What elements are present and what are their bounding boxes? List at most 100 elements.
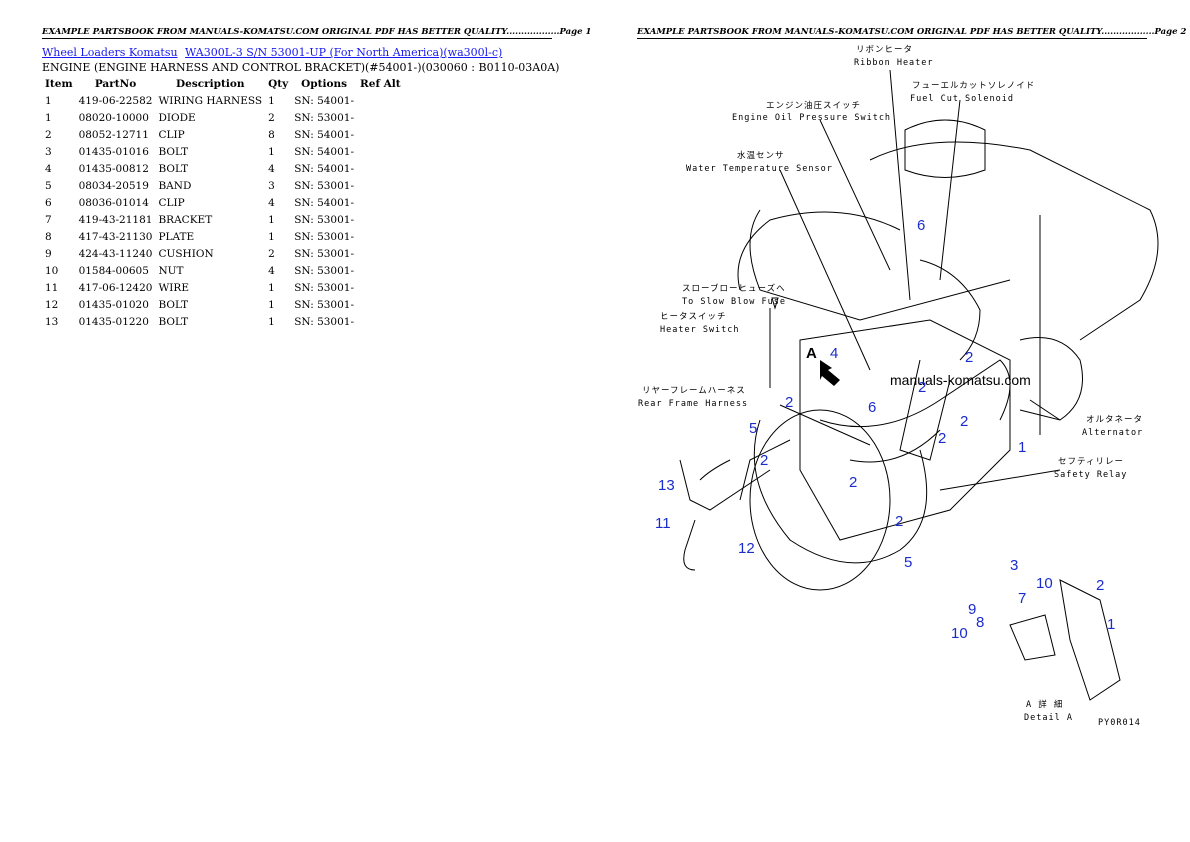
cell-opt: SN: 53001- (294, 315, 355, 328)
callout-number: 2 (965, 349, 973, 366)
cell-partno: 01435-01016 (78, 145, 149, 158)
cell-desc: BOLT (158, 162, 189, 175)
cell-ref-alt (357, 262, 404, 279)
cell-partno: 08020-10000 (78, 111, 149, 124)
alternator-label: Alternator (1082, 428, 1143, 438)
cell-partno: 01435-01220 (78, 315, 149, 328)
safety-relay-label-jp: セフティリレー (1058, 457, 1124, 467)
cell-item: 9 (45, 247, 52, 260)
cell-ref-alt (357, 126, 404, 143)
cell-partno: 08052-12711 (78, 128, 149, 141)
cell-qty: 4 (268, 264, 275, 277)
cell-item: 6 (45, 196, 52, 209)
cell-qty: 1 (268, 213, 275, 226)
callout-number: 7 (1018, 590, 1026, 607)
table-row: 10 01584-00605 NUT 4 SN: 53001- (42, 262, 404, 279)
slow-blow-label-jp: スローブローヒューズへ (682, 283, 786, 294)
cell-desc: CLIP (158, 128, 185, 141)
cell-opt: SN: 53001- (294, 298, 355, 311)
cell-ref-alt (357, 109, 404, 126)
cell-opt: SN: 53001- (294, 281, 355, 294)
oil-pressure-label: Engine Oil Pressure Switch (732, 113, 891, 123)
cell-desc: NUT (158, 264, 184, 277)
cell-desc: WIRE (158, 281, 189, 294)
engine-drawing (679, 119, 1159, 701)
breadcrumb-link-wheel-loaders[interactable]: Wheel Loaders Komatsu (42, 46, 178, 59)
callout-number: 4 (830, 345, 838, 362)
callout-number: 5 (904, 554, 912, 571)
detail-label: Detail A (1024, 713, 1073, 723)
cell-desc: WIRING HARNESS (158, 94, 263, 107)
cell-desc: DIODE (158, 111, 196, 124)
cell-ref-alt (357, 279, 404, 296)
cell-qty: 2 (268, 247, 275, 260)
callout-number: 1 (1018, 439, 1026, 456)
alternator-label-jp: オルタネータ (1086, 415, 1143, 425)
column-header-ref-alt: Ref Alt (360, 78, 401, 90)
leader-lines (779, 69, 1061, 491)
cell-desc: CUSHION (158, 247, 214, 260)
cell-desc: BRACKET (158, 213, 213, 226)
fuel-cut-label: Fuel Cut Solenoid (910, 94, 1014, 104)
cell-partno: 419-06-22582 (78, 94, 153, 107)
cell-item: 10 (45, 264, 59, 277)
heater-switch-label: Heater Switch (660, 325, 740, 335)
parts-diagram: A リボンヒータ Ribbon Heater フューエルカットソレノイド Fue… (638, 45, 1159, 728)
cell-item: 8 (45, 230, 52, 243)
cell-item: 7 (45, 213, 52, 226)
cell-opt: SN: 53001- (294, 111, 355, 124)
breadcrumb-link-model[interactable]: WA300L-3 S/N 53001-UP (For North America… (185, 46, 503, 59)
cell-qty: 4 (268, 196, 275, 209)
callout-number: 13 (658, 477, 675, 494)
callout-number: 6 (917, 217, 925, 234)
cell-desc: PLATE (158, 230, 195, 243)
cell-partno: 01584-00605 (78, 264, 149, 277)
cell-qty: 1 (268, 298, 275, 311)
cell-ref-alt (357, 194, 404, 211)
cell-qty: 1 (268, 281, 275, 294)
heater-switch-label-jp: ヒータスイッチ (660, 312, 727, 322)
column-header-description: Description (176, 78, 245, 90)
cell-opt: SN: 54001- (294, 145, 355, 158)
view-a-label: A (806, 345, 817, 362)
cell-opt: SN: 54001- (294, 94, 355, 107)
cell-qty: 1 (268, 230, 275, 243)
ribbon-heater-label-jp: リボンヒータ (856, 45, 913, 55)
column-header-options: Options (301, 78, 348, 90)
cell-opt: SN: 53001- (294, 264, 355, 277)
cell-ref-alt (357, 211, 404, 228)
callout-number: 2 (849, 474, 857, 491)
callout-number: 9 (968, 601, 976, 618)
cell-partno: 01435-01020 (78, 298, 149, 311)
callout-number: 3 (1010, 557, 1018, 574)
cell-ref-alt (357, 92, 404, 109)
cell-qty: 4 (268, 162, 275, 175)
cell-ref-alt (357, 143, 404, 160)
cell-item: 4 (45, 162, 52, 175)
callout-number: 2 (918, 379, 926, 396)
callout-number: 2 (960, 413, 968, 430)
cell-opt: SN: 54001- (294, 196, 355, 209)
callout-number: 5 (749, 420, 757, 437)
cell-qty: 1 (268, 315, 275, 328)
slow-blow-label: To Slow Blow Fuse (682, 297, 786, 307)
cell-ref-alt (357, 160, 404, 177)
cell-item: 3 (45, 145, 52, 158)
callout-number: 2 (785, 394, 793, 411)
page-title: ENGINE (ENGINE HARNESS AND CONTROL BRACK… (42, 61, 560, 74)
table-header-row: Item PartNo Description Qty Options Ref … (42, 76, 404, 92)
callout-number: 10 (1036, 575, 1053, 592)
cell-opt: SN: 53001- (294, 230, 355, 243)
column-header-qty: Qty (268, 78, 289, 90)
cell-partno: 08034-20519 (78, 179, 149, 192)
page-header-left: EXAMPLE PARTSBOOK FROM MANUALS-KOMATSU.C… (42, 27, 592, 39)
cell-partno: 08036-01014 (78, 196, 149, 209)
